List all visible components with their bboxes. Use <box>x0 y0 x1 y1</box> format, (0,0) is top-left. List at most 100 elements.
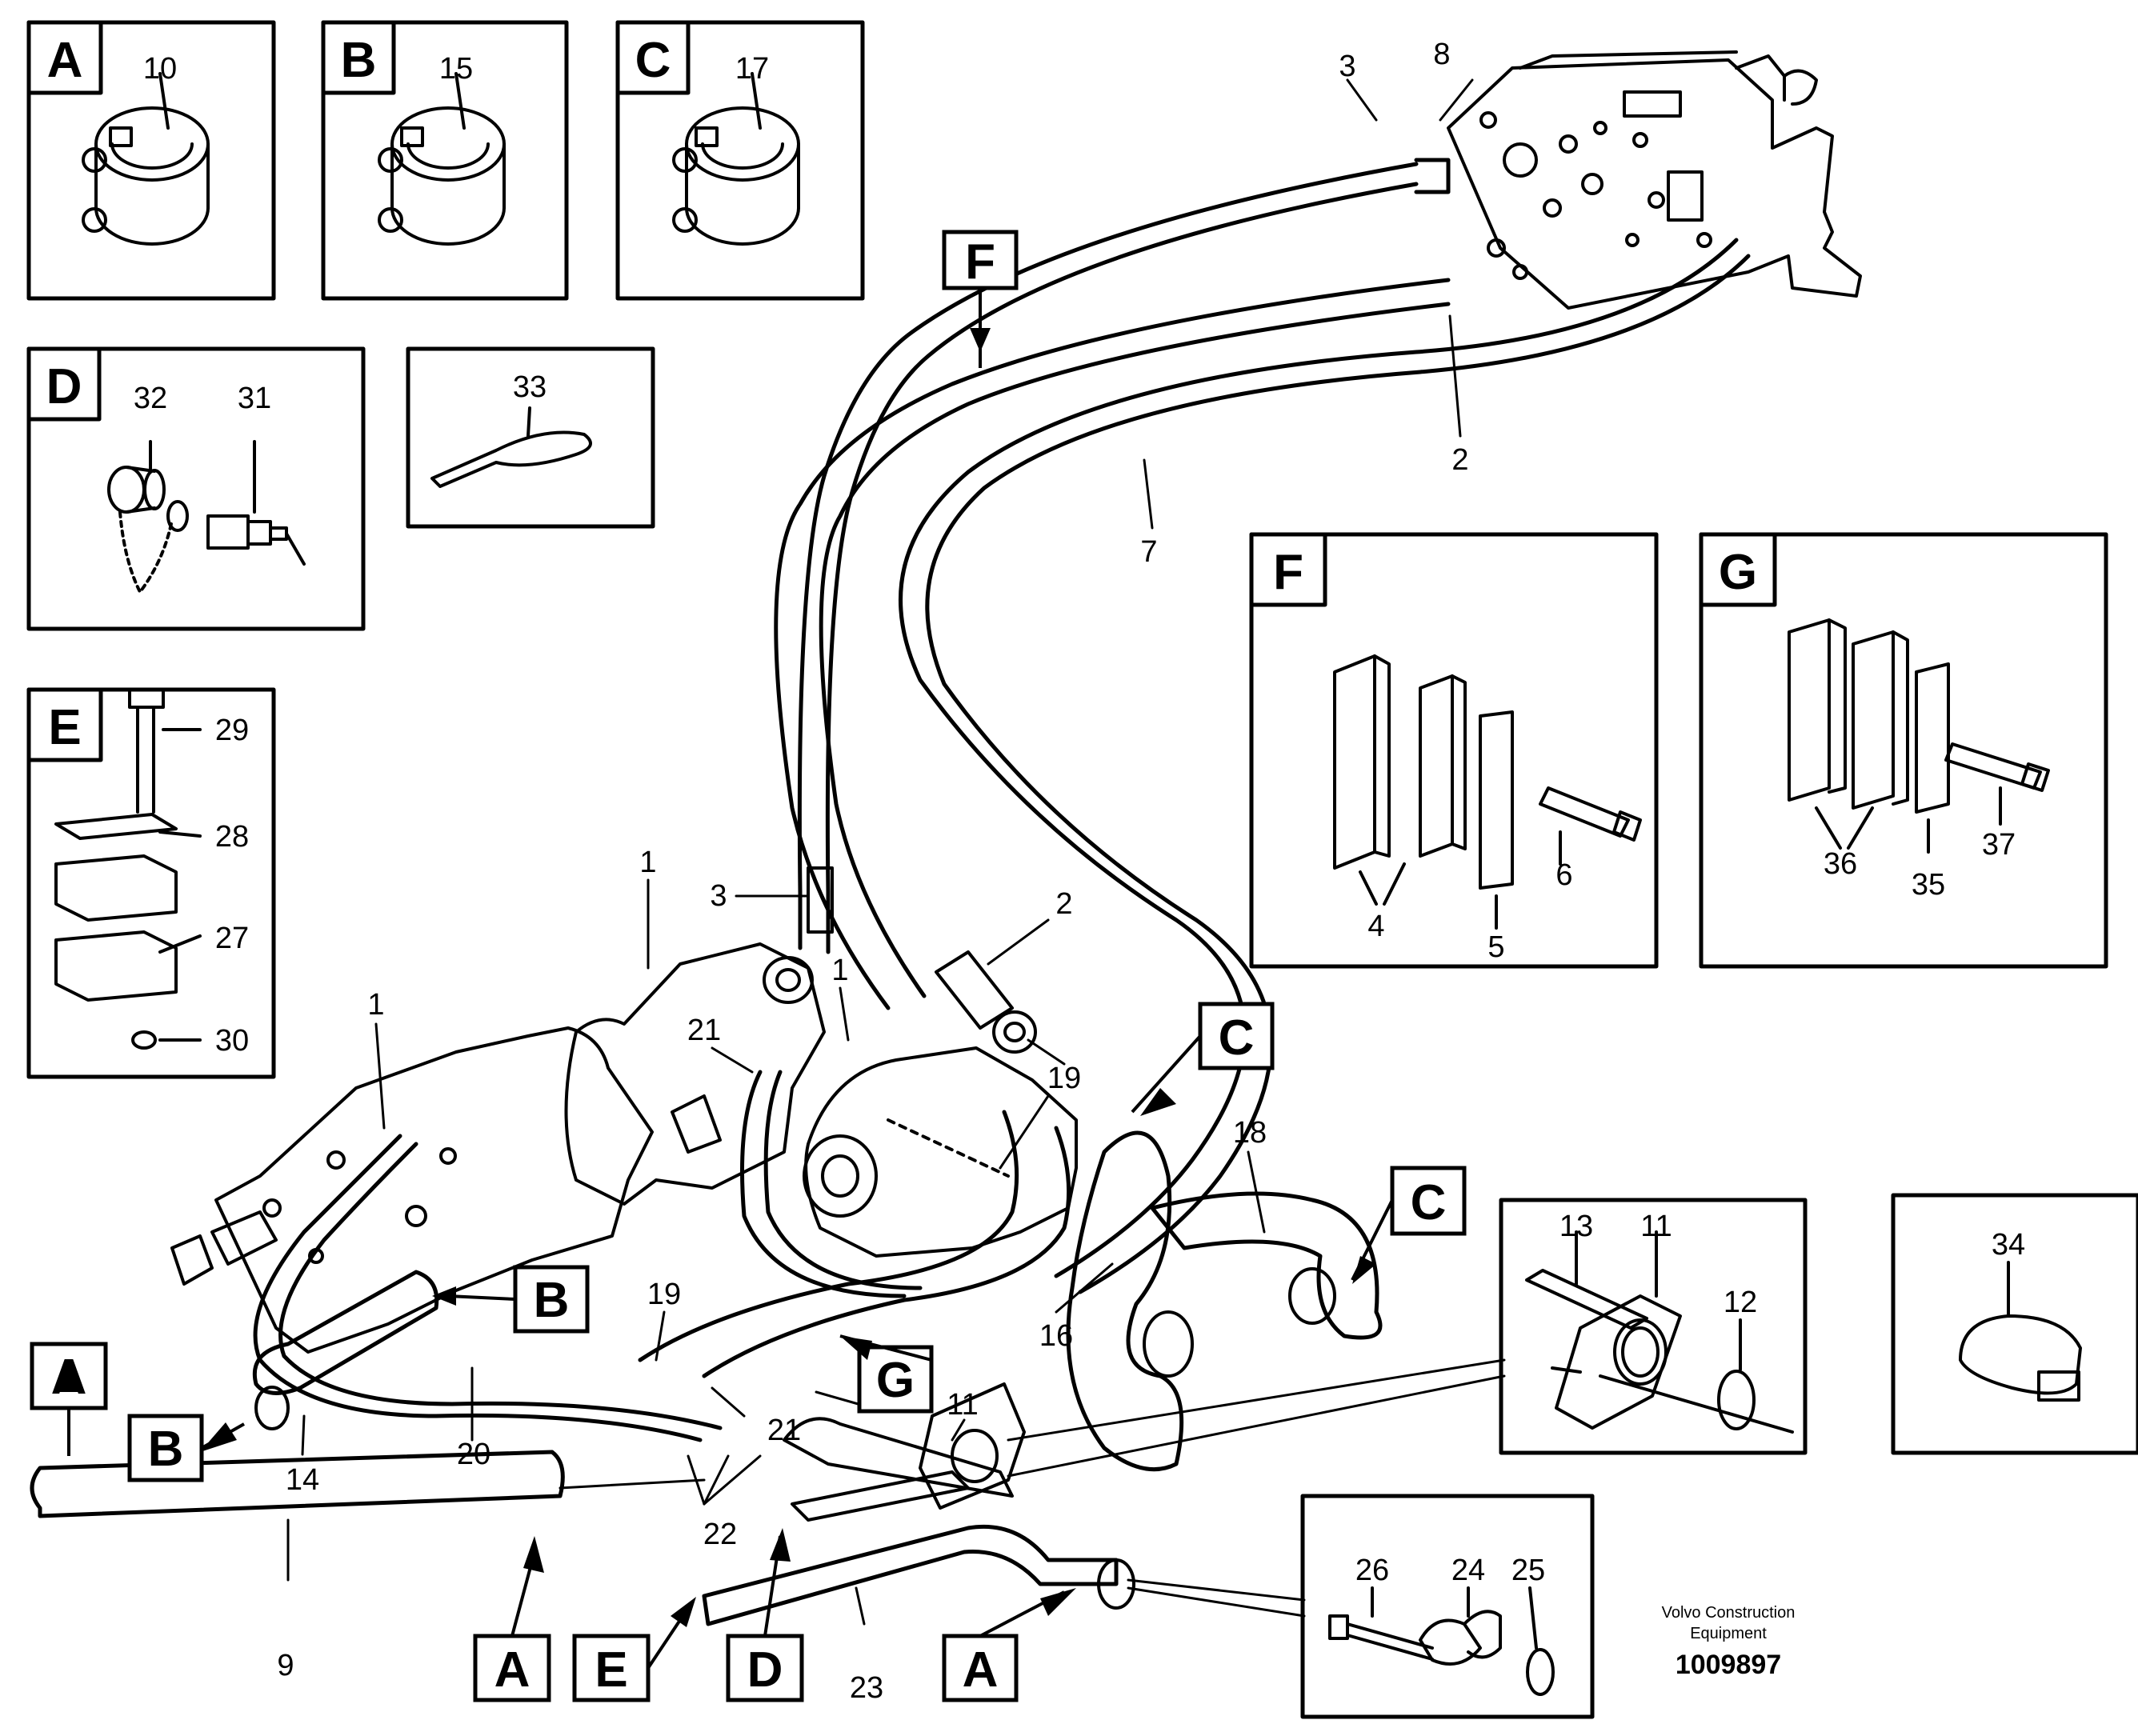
callout-3-pump: 3 <box>710 879 727 913</box>
detail-box-flange <box>1499 1198 1808 1455</box>
detail-box-g <box>1699 532 2108 969</box>
flange-11-main <box>919 1382 1026 1510</box>
callout-37: 37 <box>1982 828 2016 862</box>
callout-10: 10 <box>143 52 177 86</box>
callout-1-left: 1 <box>367 988 384 1022</box>
callout-21-lower: 21 <box>767 1414 801 1447</box>
callout-35: 35 <box>1912 868 1945 902</box>
box-letter-c: C <box>635 33 671 88</box>
hose-9 <box>30 1450 565 1518</box>
clamp-block-f-icon <box>1333 654 1642 930</box>
callout-26: 26 <box>1355 1554 1389 1587</box>
hose-20 <box>253 1134 723 1442</box>
callout-29: 29 <box>215 714 249 747</box>
pump-upper <box>564 942 826 1206</box>
callout-18: 18 <box>1233 1116 1267 1150</box>
callout-8: 8 <box>1433 38 1450 71</box>
callout-3-valve: 3 <box>1339 50 1355 83</box>
callout-1-upper: 1 <box>639 846 656 879</box>
callout-34: 34 <box>1992 1228 2025 1262</box>
callout-9: 9 <box>277 1649 294 1682</box>
detail-box-bracket <box>1300 1494 1595 1719</box>
hose-18 <box>1150 1191 1383 1340</box>
hose-7 <box>899 238 1751 1294</box>
callout-4: 4 <box>1367 910 1384 943</box>
callout-6: 6 <box>1555 858 1572 892</box>
callout-5: 5 <box>1487 930 1504 964</box>
control-valve <box>1447 50 1862 310</box>
callout-30: 30 <box>215 1024 249 1058</box>
leader-lines <box>286 78 1506 1626</box>
location-tag-a-right: A <box>963 1642 999 1698</box>
hose-clamp-34-icon <box>1959 1261 2082 1402</box>
clamp-17-icon <box>672 72 800 246</box>
location-tag-c-upper: C <box>1219 1010 1255 1066</box>
callout-23: 23 <box>850 1671 883 1705</box>
box-letter-f: F <box>1273 545 1303 600</box>
callout-1-lower: 1 <box>831 954 848 987</box>
location-tag-b-lower: B <box>148 1422 184 1477</box>
callout-19-lower: 19 <box>647 1278 681 1311</box>
callout-27: 27 <box>215 922 249 955</box>
callout-2-pump: 2 <box>1055 887 1072 921</box>
location-tag-g: G <box>876 1353 915 1408</box>
detail-box-e <box>26 687 276 1079</box>
detail-box-hose-clamp <box>1891 1193 2138 1455</box>
box-letter-g: G <box>1719 545 1757 600</box>
callout-36: 36 <box>1824 847 1857 881</box>
hose-2 <box>774 278 1451 1030</box>
detail-box-c <box>615 20 865 301</box>
callout-13: 13 <box>1559 1210 1593 1243</box>
document-number: 1009897 <box>1676 1650 1781 1680</box>
detail-box-cable-tie <box>406 346 655 529</box>
hose-16 <box>1066 1130 1194 1472</box>
callout-17: 17 <box>735 52 769 86</box>
callout-7: 7 <box>1140 535 1157 569</box>
location-tag-e: E <box>595 1642 627 1698</box>
location-tag-a-bottom: A <box>494 1642 530 1698</box>
bolt-block-icon <box>54 688 202 1050</box>
hose-21 <box>740 1070 923 1298</box>
clamp-block-g-icon <box>1788 618 2050 854</box>
detail-box-f <box>1249 532 1659 969</box>
callout-33: 33 <box>513 370 547 404</box>
callout-22: 22 <box>703 1518 737 1551</box>
callout-12: 12 <box>1724 1286 1757 1319</box>
callout-31: 31 <box>238 382 271 415</box>
location-tag-b-upper: B <box>534 1273 570 1328</box>
pump-lower <box>803 1010 1078 1258</box>
flange-icon <box>1525 1230 1794 1434</box>
callout-25: 25 <box>1511 1554 1545 1587</box>
detail-box-d <box>26 346 366 631</box>
location-tag-d: D <box>747 1642 783 1698</box>
nipple-icon <box>149 440 306 566</box>
box-letter-b: B <box>341 33 377 88</box>
plug-cap-icon <box>107 466 189 594</box>
cable-tie-icon <box>430 406 592 488</box>
callout-21-upper: 21 <box>687 1014 721 1047</box>
clamp-10-icon <box>82 72 210 246</box>
callout-16: 16 <box>1039 1319 1073 1353</box>
callout-14: 14 <box>286 1463 319 1497</box>
clamp-15-icon <box>378 72 506 246</box>
detail-box-b <box>321 20 569 301</box>
callout-32: 32 <box>134 382 167 415</box>
box-letter-d: D <box>46 359 82 414</box>
box-letter-e: E <box>48 700 81 755</box>
maker-line-2: Equipment <box>1690 1625 1767 1642</box>
bracket-icon <box>1328 1586 1555 1696</box>
callout-24: 24 <box>1451 1554 1485 1587</box>
hose-19-lower <box>638 1110 1071 1378</box>
location-tag-a-left: A <box>51 1350 87 1405</box>
location-tag-f: F <box>965 234 995 290</box>
hose-14 <box>252 1270 439 1430</box>
callout-15: 15 <box>439 52 473 86</box>
callout-11: 11 <box>947 1388 978 1422</box>
callout-28: 28 <box>215 820 249 854</box>
detail-box-a <box>26 20 276 301</box>
box-letter-a: A <box>47 33 83 88</box>
maker-line-1: Volvo Construction <box>1662 1604 1796 1622</box>
hose-3 <box>797 158 1451 954</box>
callout-11-box: 11 <box>1640 1210 1672 1243</box>
